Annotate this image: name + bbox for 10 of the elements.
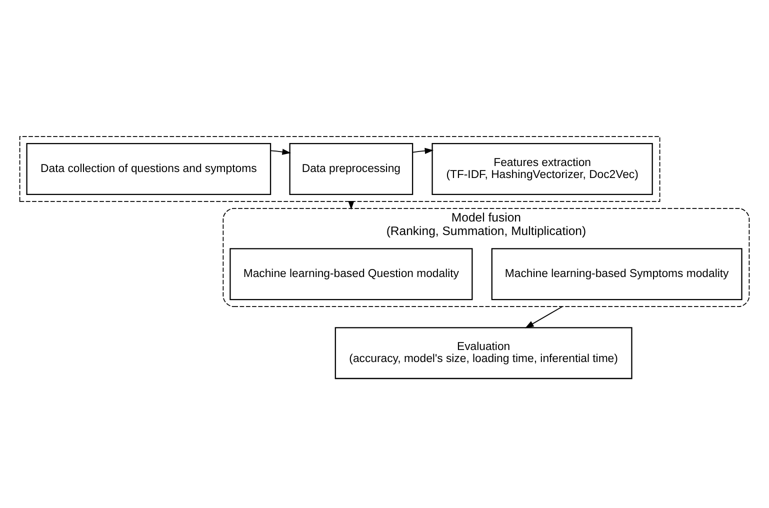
cluster: [19, 136, 660, 202]
arrow: [270, 148, 292, 155]
arrow: [525, 306, 563, 328]
node-box: Data collection of questions and symptoms: [26, 142, 272, 195]
node-box: Machine learning-based Symptoms modality: [491, 248, 742, 300]
node-box: Evaluation (accuracy, model's size, loading time, inferential time): [334, 327, 632, 380]
node-box: Data preprocessing: [289, 142, 414, 195]
node-box: Machine learning-based Question modality: [230, 248, 473, 300]
node-box: Features extraction (TF-IDF, HashingVectorizer, Doc2Vec): [432, 142, 653, 195]
arrow: [412, 148, 434, 154]
